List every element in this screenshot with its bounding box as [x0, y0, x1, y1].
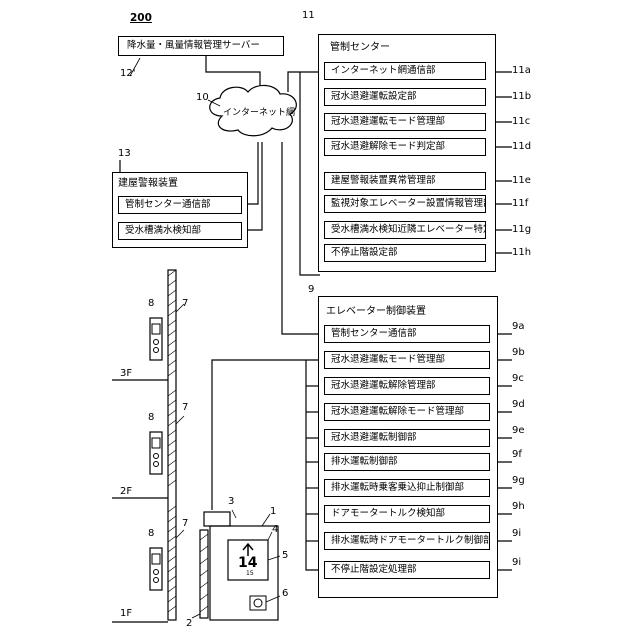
elevator-control-item: 冠水退避運転制御部	[324, 429, 490, 447]
control-center-item-ref: 11a	[512, 65, 531, 77]
control-center-item: 冠水退避運転モード管理部	[324, 113, 486, 131]
wall-ref-2f: 7	[182, 402, 188, 414]
control-center-ref: 11	[302, 10, 315, 22]
control-center-item: 不停止階設定部	[324, 244, 486, 262]
weather-server-label: 降水量・風量情報管理サーバー	[127, 39, 260, 53]
elevator-control-item-ref: 9i	[512, 528, 521, 540]
hall-panel-ref-1f: 8	[148, 528, 154, 540]
camera-ref: 6	[282, 588, 288, 600]
building-alarm-item-comm: 管制センター通信部	[118, 196, 242, 214]
elevator-control-item: 管制センター通信部	[324, 325, 490, 343]
control-center-item: 受水槽満水検知近隣エレベーター特定部	[324, 221, 486, 239]
elevator-control-item: 不停止階設定処理部	[324, 561, 490, 579]
elevator-control-item-ref: 9c	[512, 373, 524, 385]
elevator-control-item: 排水運転制御部	[324, 453, 490, 471]
display-sub: 15	[246, 570, 254, 578]
wall-ref-1f: 7	[182, 518, 188, 530]
control-center-item-ref: 11g	[512, 224, 531, 236]
elevator-control-item: 冠水退避運転解除管理部	[324, 377, 490, 395]
door-ref: 4	[272, 524, 278, 536]
control-center-item-ref: 11h	[512, 247, 531, 259]
floor-2f: 2F	[120, 486, 132, 498]
car-ref: 1	[270, 506, 276, 518]
wall-ref-3f: 7	[182, 298, 188, 310]
shaft-ref: 2	[186, 618, 192, 630]
elevator-control-item-ref: 9d	[512, 399, 525, 411]
elevator-control-item-ref: 9i	[512, 557, 521, 569]
elevator-control-title: エレベーター制御装置	[326, 306, 426, 318]
elevator-control-item-ref: 9g	[512, 475, 525, 487]
control-center-item-ref: 11f	[512, 198, 528, 210]
camera-icon	[250, 596, 266, 610]
elevator-control-ref: 9	[308, 284, 314, 296]
elevator-control-item-ref: 9f	[512, 449, 522, 461]
display-number: 14	[238, 556, 257, 570]
hall-panel-ref-2f: 8	[148, 412, 154, 424]
control-center-item-ref: 11c	[512, 116, 530, 128]
elevator-control-item-ref: 9h	[512, 501, 525, 513]
control-center-item: 冠水退避運転設定部	[324, 88, 486, 106]
elevator-control-item: 冠水退避運転モード管理部	[324, 351, 490, 369]
elevator-control-item-ref: 9e	[512, 425, 525, 437]
car-top-ref: 3	[228, 496, 234, 508]
control-center-item-ref: 11e	[512, 175, 531, 187]
building-alarm-ref: 13	[118, 148, 131, 160]
control-center-item-ref: 11b	[512, 91, 531, 103]
elevator-control-item: 排水運転時乗客乗込抑止制御部	[324, 479, 490, 497]
control-center-title: 管制センター	[330, 42, 390, 54]
building-alarm-item-tank: 受水槽満水検知部	[118, 222, 242, 240]
control-center-item-ref: 11d	[512, 141, 531, 153]
control-center-item: インターネット網通信部	[324, 62, 486, 80]
server-ref: 12'	[120, 68, 135, 80]
hall-panel-ref-3f: 8	[148, 298, 154, 310]
control-center-item: 監視対象エレベーター設置情報管理部	[324, 195, 486, 213]
floor-1f: 1F	[120, 608, 132, 620]
elevator-control-item: ドアモータートルク検知部	[324, 505, 490, 523]
display-ref: 5	[282, 550, 288, 562]
network-label: インターネット網	[223, 106, 295, 120]
control-center-item: 冠水退避解除モード判定部	[324, 138, 486, 156]
building-alarm-title: 建屋警報装置	[118, 178, 178, 190]
floor-3f: 3F	[120, 368, 132, 380]
elevator-control-item-ref: 9a	[512, 321, 525, 333]
elevator-control-item-ref: 9b	[512, 347, 525, 359]
network-ref: 10	[196, 92, 209, 104]
control-center-item: 建屋警報装置異常管理部	[324, 172, 486, 190]
figure-number: 200	[130, 12, 152, 24]
elevator-control-item: 排水運転時ドアモータートルク制御部	[324, 532, 490, 550]
weather-server-box: 降水量・風量情報管理サーバー	[118, 36, 284, 56]
elevator-control-item: 冠水退避運転解除モード管理部	[324, 403, 490, 421]
